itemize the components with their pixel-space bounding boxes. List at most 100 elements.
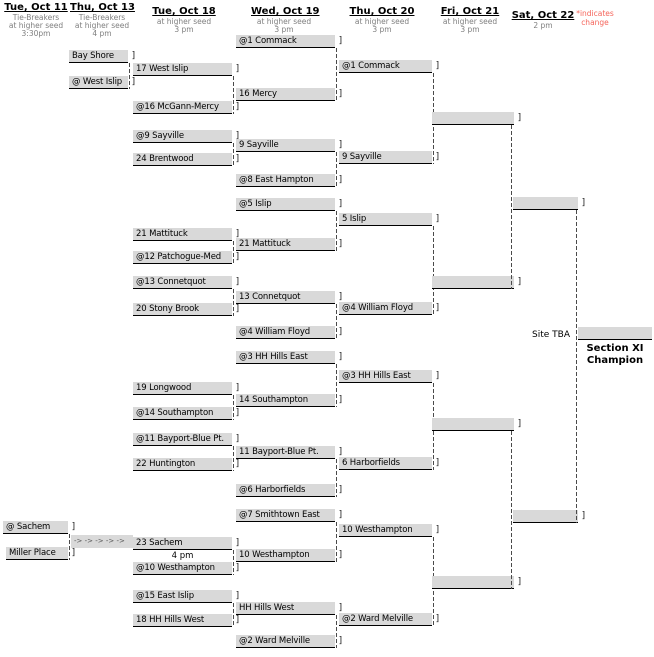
bracket-tick: ] bbox=[435, 61, 440, 71]
bracket-connector bbox=[69, 534, 70, 560]
slot-oct18-10: @11 Bayport-Blue Pt.] bbox=[133, 433, 239, 446]
bracket-tick: ] bbox=[338, 327, 343, 337]
bracket-tick: ] bbox=[235, 591, 240, 601]
bracket-connector bbox=[336, 364, 337, 407]
slot-oct20-7: @2 Ward Melville] bbox=[339, 613, 439, 626]
bracket-tick: ] bbox=[235, 383, 240, 393]
bracket-tick: ] bbox=[338, 550, 343, 560]
bracket-connector bbox=[336, 615, 337, 648]
slot-oct19-4: @5 Islip] bbox=[236, 198, 342, 211]
column-header-oct20: Thu, Oct 20 at higher seed 3 pm bbox=[349, 6, 415, 34]
bracket-tick: ] bbox=[71, 522, 76, 532]
column-header-oct22: Sat, Oct 22 2 pm bbox=[511, 10, 575, 30]
bracket-tick: ] bbox=[338, 603, 343, 613]
slot-oct18-12: 23 Sachem] bbox=[133, 537, 239, 550]
slot-oct19-8: @3 HH Hills East] bbox=[236, 351, 342, 364]
slot-oct21-blank-3: ] bbox=[432, 576, 521, 589]
header-date: Fri, Oct 21 bbox=[440, 6, 500, 17]
bracket-connector bbox=[433, 226, 434, 315]
bracket-tick: ] bbox=[235, 563, 240, 573]
slot-oct13-west-islip: @ West Islip] bbox=[69, 76, 135, 89]
bracket-tick: ] bbox=[235, 615, 240, 625]
slot-oct19-12: @7 Smithtown East] bbox=[236, 509, 342, 522]
slot-oct18-5: @12 Patchogue-Med] bbox=[133, 251, 239, 264]
bracket-connector bbox=[336, 304, 337, 339]
bracket-tick: ] bbox=[338, 36, 343, 46]
bracket-tick: ] bbox=[235, 277, 240, 287]
bracket-tick: ] bbox=[235, 459, 240, 469]
slot-oct22-blank-0: ] bbox=[513, 197, 585, 210]
bracket-tick: ] bbox=[435, 525, 440, 535]
bracket-connector bbox=[233, 241, 234, 264]
column-header-oct21: Fri, Oct 21 at higher seed 3 pm bbox=[437, 6, 503, 34]
slot-oct22-blank-1: ] bbox=[513, 510, 585, 523]
slot-oct21-blank-2: ] bbox=[432, 418, 521, 431]
bracket-tick: ] bbox=[131, 51, 136, 61]
bracket-tick: ] bbox=[435, 214, 440, 224]
bracket-connector bbox=[336, 522, 337, 562]
slot-oct19-7: @4 William Floyd] bbox=[236, 326, 342, 339]
slot-oct20-6: 10 Westhampton] bbox=[339, 524, 439, 537]
slot-oct19-6: 13 Connetquot] bbox=[236, 291, 342, 304]
slot-oct19-13: 10 Westhampton] bbox=[236, 549, 342, 562]
slot-oct18-2: @9 Sayville] bbox=[133, 130, 239, 143]
slot-oct19-3: @8 East Hampton] bbox=[236, 174, 342, 187]
bracket-tick: ] bbox=[581, 198, 586, 208]
bracket-connector bbox=[233, 76, 234, 114]
slot-oct21-blank-1: ] bbox=[432, 276, 521, 289]
bracket-tick: ] bbox=[338, 140, 343, 150]
slot-oct19-2: 9 Sayville] bbox=[236, 139, 342, 152]
bracket-connector bbox=[233, 550, 234, 575]
bracket-tick: ] bbox=[131, 77, 136, 87]
column-header-oct19: Wed, Oct 19 at higher seed 3 pm bbox=[251, 6, 320, 34]
header-date: Tue, Oct 18 bbox=[152, 6, 216, 17]
bracket-tick: ] bbox=[338, 636, 343, 646]
bracket-tick: ] bbox=[338, 175, 343, 185]
bracket-tick: ] bbox=[235, 102, 240, 112]
bracket-tick: ] bbox=[235, 154, 240, 164]
header-date: Sat, Oct 22 bbox=[511, 10, 575, 21]
bracket-tick: ] bbox=[517, 113, 522, 123]
column-header-oct13: Thu, Oct 13 Tie-Breakers at higher seed … bbox=[70, 2, 135, 38]
champion-label: Section XI Champion bbox=[586, 343, 644, 366]
bracket-connector bbox=[576, 210, 577, 523]
bracket-tick: ] bbox=[517, 419, 522, 429]
bracket-tick: ] bbox=[235, 304, 240, 314]
bracket-tick: ] bbox=[235, 538, 240, 548]
slot-oct18-7: 20 Stony Brook] bbox=[133, 303, 239, 316]
slot-oct11-miller-place: Miller Place] bbox=[6, 547, 75, 560]
bracket-tick: ] bbox=[235, 64, 240, 74]
bracket-tick: ] bbox=[338, 447, 343, 457]
bracket-tick: ] bbox=[235, 408, 240, 418]
bracket-tick: ] bbox=[338, 395, 343, 405]
bracket-tick: ] bbox=[338, 510, 343, 520]
bracket-connector bbox=[336, 459, 337, 497]
bracket-connector bbox=[511, 125, 512, 289]
header-date: Wed, Oct 19 bbox=[251, 6, 320, 17]
bracket-tick: ] bbox=[235, 434, 240, 444]
slot-oct20-4: @3 HH Hills East] bbox=[339, 370, 439, 383]
bracket-tick: ] bbox=[338, 292, 343, 302]
slot-oct19-9: 14 Southampton] bbox=[236, 394, 342, 407]
bracket-tick: ] bbox=[517, 577, 522, 587]
slot-oct18-8: 19 Longwood] bbox=[133, 382, 239, 395]
slot-oct18-4: 21 Mattituck] bbox=[133, 228, 239, 241]
column-header-oct11: Tue, Oct 11 Tie-Breakers at higher seed … bbox=[4, 2, 68, 38]
slot-oct19-15: @2 Ward Melville] bbox=[236, 635, 342, 648]
slot-oct18-9: @14 Southampton] bbox=[133, 407, 239, 420]
slot-oct18-6: @13 Connetquot] bbox=[133, 276, 239, 289]
advance-arrows: -> -> -> -> -> bbox=[71, 535, 133, 548]
slot-oct19-11: @6 Harborfields] bbox=[236, 484, 342, 497]
bracket-connector bbox=[336, 152, 337, 187]
bracket-connector bbox=[336, 48, 337, 101]
bracket-tick: ] bbox=[235, 252, 240, 262]
bracket-connector bbox=[233, 143, 234, 166]
header-date: Thu, Oct 13 bbox=[70, 2, 135, 13]
bracket-tick: ] bbox=[435, 614, 440, 624]
change-legend: *indicates change bbox=[576, 9, 614, 27]
slot-oct18-0: 17 West Islip] bbox=[133, 63, 239, 76]
bracket-connector bbox=[233, 395, 234, 420]
bracket-connector bbox=[129, 63, 130, 89]
slot-oct18-13: @10 Westhampton] bbox=[133, 562, 239, 575]
